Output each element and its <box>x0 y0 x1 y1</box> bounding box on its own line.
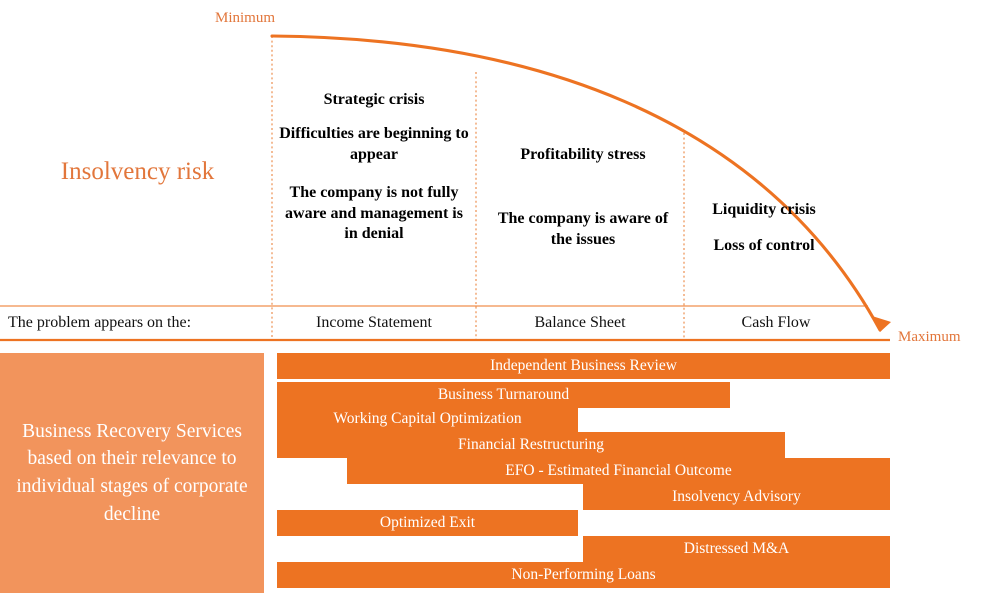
axis-label-maximum: Maximum <box>898 329 961 345</box>
bar-row: Optimized Exit <box>0 510 981 536</box>
bar-row: EFO - Estimated Financial Outcome <box>0 458 981 484</box>
problem-row-label: The problem appears on the: <box>8 314 192 331</box>
bar-row: Business Turnaround <box>0 382 981 408</box>
stage-detail: The company is not fully aware and manag… <box>285 184 463 243</box>
axis-label-minimum: Minimum <box>215 10 276 26</box>
insolvency-risk-title: Insolvency risk <box>60 158 215 185</box>
service-bar[interactable]: Optimized Exit <box>277 510 578 536</box>
bar-row: Working Capital Optimization <box>0 406 981 432</box>
curve-arrowhead <box>872 316 891 332</box>
stage-column-profitability-stress: Profitability stress The company is awar… <box>488 145 678 250</box>
stage-title: Liquidity crisis <box>712 201 816 218</box>
service-bar[interactable]: Non-Performing Loans <box>277 562 890 588</box>
bar-row: Non-Performing Loans <box>0 562 981 588</box>
problem-appears-row: The problem appears on the: Income State… <box>0 306 868 340</box>
bar-row: Financial Restructuring <box>0 432 981 458</box>
service-bar[interactable]: Working Capital Optimization <box>277 406 578 432</box>
stage-title: Profitability stress <box>520 146 646 163</box>
stage-column-strategic-crisis: Strategic crisis Difficulties are beginn… <box>279 90 469 245</box>
stage-detail: Loss of control <box>713 237 815 255</box>
bar-row: Distressed M&A <box>0 536 981 562</box>
problem-cell-income-statement: Income Statement <box>316 314 432 331</box>
stage-column-liquidity-crisis: Liquidity crisis Loss of control <box>694 200 834 257</box>
services-panel-text: Business Recovery Services based on thei… <box>16 420 248 525</box>
service-bar[interactable]: Insolvency Advisory <box>583 484 890 510</box>
business-recovery-services-panel: Business Recovery Services based on thei… <box>0 353 264 593</box>
bar-row: Insolvency Advisory <box>0 484 981 510</box>
stage-detail: The company is aware of the issues <box>497 210 669 248</box>
service-bar[interactable]: Financial Restructuring <box>277 432 785 458</box>
service-bar[interactable]: Independent Business Review <box>277 353 890 379</box>
problem-cell-cash-flow: Cash Flow <box>741 314 811 331</box>
service-bar[interactable]: Distressed M&A <box>583 536 890 562</box>
bar-row: Independent Business Review <box>0 353 981 379</box>
problem-cell-balance-sheet: Balance Sheet <box>534 314 626 331</box>
stage-title: Strategic crisis <box>323 91 425 108</box>
service-bar[interactable]: Business Turnaround <box>277 382 730 408</box>
stage-description: Difficulties are beginning to appear <box>279 125 469 163</box>
service-bar[interactable]: EFO - Estimated Financial Outcome <box>347 458 890 484</box>
